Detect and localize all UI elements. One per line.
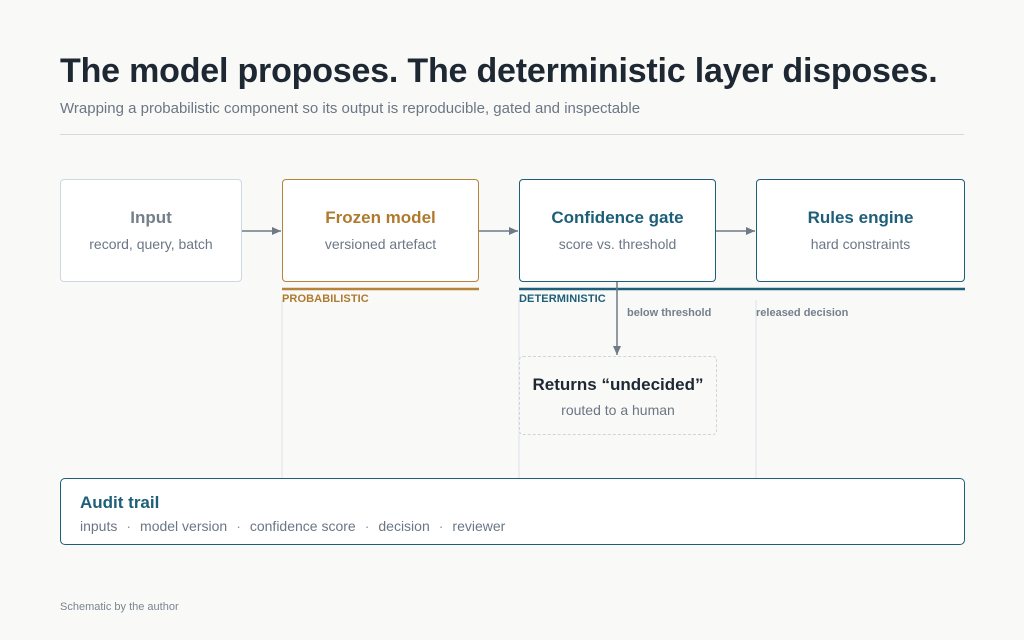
audit-separator: ·: [364, 518, 370, 534]
audit-trail-items: inputs · model version · confidence scor…: [80, 518, 505, 534]
footer-credit: Schematic by the author: [60, 601, 179, 613]
audit-item: reviewer: [452, 518, 506, 534]
node-confidence-gate: Confidence gate score vs. threshold: [519, 179, 716, 282]
node-undecided-title: Returns “undecided”: [532, 375, 704, 394]
node-rules-engine: Rules engine hard constraints: [756, 179, 965, 282]
band-label-probabilistic: PROBABILISTIC: [282, 293, 369, 305]
audit-item: model version: [140, 518, 228, 534]
page-title: The model proposes. The deterministic la…: [60, 52, 938, 90]
node-input-subtitle: record, query, batch: [89, 236, 213, 252]
edge-label-released-decision: released decision: [756, 307, 849, 319]
audit-separator: ·: [126, 518, 132, 534]
band-label-deterministic: DETERMINISTIC: [519, 293, 606, 305]
audit-separator: ·: [236, 518, 241, 534]
page-subtitle: Wrapping a probabilistic component so it…: [60, 100, 641, 117]
node-frozen-model: Frozen model versioned artefact: [282, 179, 479, 282]
node-rules-engine-title: Rules engine: [807, 208, 914, 227]
audit-item: confidence score: [249, 518, 356, 534]
edge-label-below-threshold: below threshold: [627, 307, 712, 319]
audit-trail-title: Audit trail: [80, 493, 160, 512]
node-confidence-gate-subtitle: score vs. threshold: [558, 236, 677, 252]
node-confidence-gate-title: Confidence gate: [551, 208, 684, 227]
node-undecided-subtitle: routed to a human: [561, 402, 675, 418]
header-divider: [60, 134, 964, 135]
audit-item: inputs: [80, 518, 118, 534]
audit-item: decision: [378, 518, 430, 534]
audit-separator: ·: [438, 518, 444, 534]
node-undecided: Returns “undecided” routed to a human: [519, 356, 717, 435]
audit-trail-panel: Audit trail inputs · model version · con…: [60, 478, 965, 545]
node-frozen-model-title: Frozen model: [325, 208, 436, 227]
node-input-title: Input: [130, 208, 172, 227]
node-frozen-model-subtitle: versioned artefact: [324, 236, 437, 252]
node-input: Input record, query, batch: [60, 179, 242, 282]
node-rules-engine-subtitle: hard constraints: [810, 236, 911, 252]
